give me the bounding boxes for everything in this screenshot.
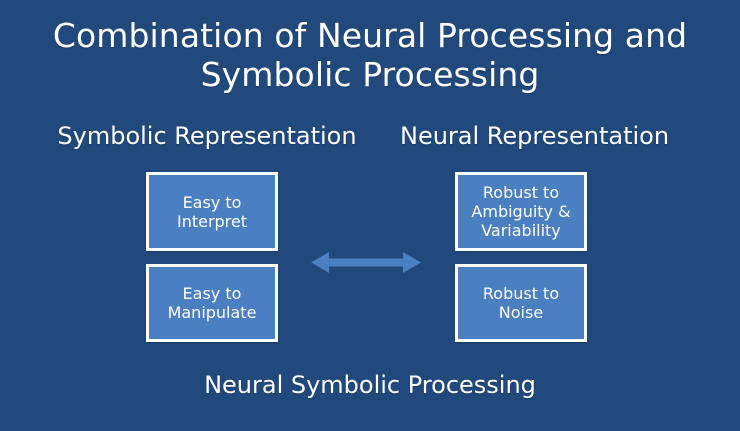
node-box-robust-to-ambiguity-variability[interactable]: Robust to Ambiguity & Variability [455, 172, 587, 251]
column-heading-symbolic: Symbolic Representation [57, 122, 357, 150]
node-box-robust-to-noise[interactable]: Robust to Noise [455, 264, 587, 342]
column-heading-neural: Neural Representation [400, 122, 670, 150]
node-box-easy-to-manipulate[interactable]: Easy to Manipulate [146, 264, 278, 342]
node-box-easy-to-interpret[interactable]: Easy to Interpret [146, 172, 278, 251]
page-title: Combination of Neural Processing and Sym… [52, 16, 688, 94]
bidirectional-arrow-icon [311, 252, 421, 273]
slide-caption: Neural Symbolic Processing [204, 371, 536, 399]
